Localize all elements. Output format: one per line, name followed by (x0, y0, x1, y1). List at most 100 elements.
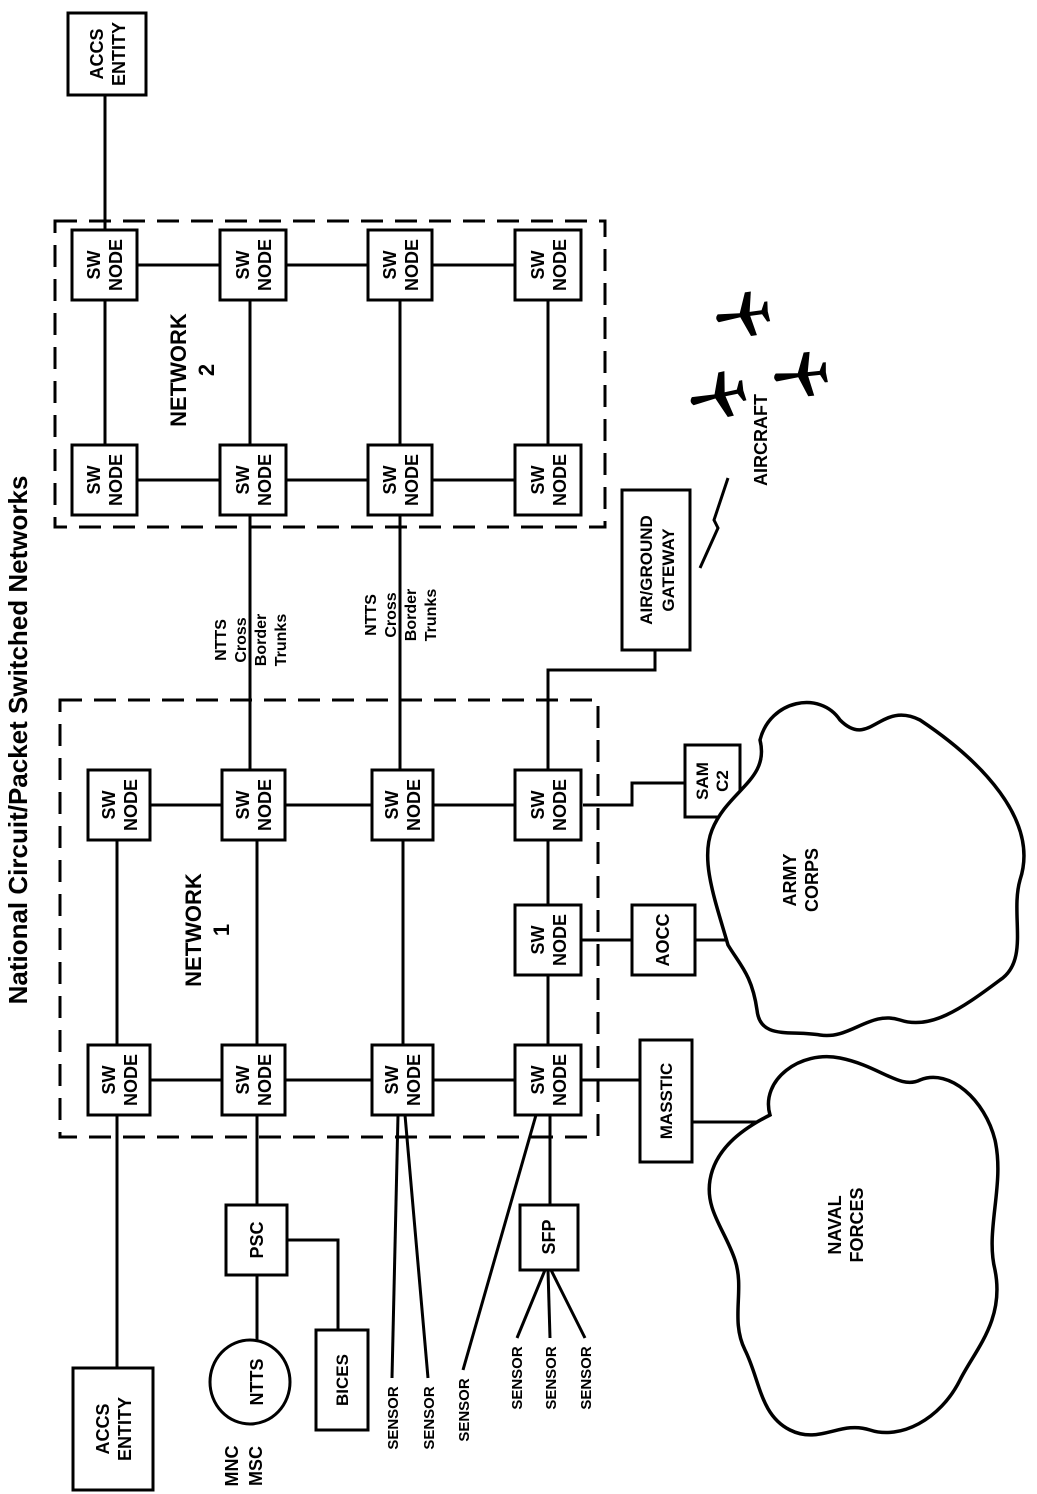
svg-text:SW: SW (233, 790, 253, 819)
svg-text:C2: C2 (713, 770, 732, 792)
network2-boundary (53, 219, 607, 529)
svg-text:Trunks: Trunks (423, 589, 440, 642)
sensor-label: SENSOR (421, 1386, 438, 1450)
svg-text:NODE: NODE (255, 239, 275, 291)
mnc-msc-label: MNC MSC (222, 1446, 266, 1487)
svg-text:1: 1 (209, 924, 234, 936)
sensor-label: SENSOR (456, 1378, 473, 1442)
svg-text:NETWORK: NETWORK (166, 313, 191, 427)
svg-text:Cross: Cross (383, 592, 400, 637)
svg-text:NODE: NODE (121, 779, 141, 831)
bices-box: BICES (314, 1328, 370, 1432)
svg-text:Trunks: Trunks (273, 614, 290, 667)
svg-text:ARMY: ARMY (780, 854, 800, 907)
svg-text:BICES: BICES (333, 1354, 352, 1406)
svg-text:NODE: NODE (121, 1054, 141, 1106)
svg-text:SW: SW (233, 1065, 253, 1094)
svg-text:Cross: Cross (233, 617, 250, 662)
svg-text:AOCC: AOCC (653, 914, 673, 967)
sfp-box: SFP (518, 1203, 580, 1272)
svg-text:NODE: NODE (550, 1054, 570, 1106)
svg-text:NODE: NODE (550, 454, 570, 506)
svg-text:AIR/GROUND: AIR/GROUND (637, 515, 656, 625)
svg-text:NTTS: NTTS (363, 594, 380, 636)
svg-text:SW: SW (528, 465, 548, 494)
svg-text:NODE: NODE (550, 779, 570, 831)
svg-text:NODE: NODE (255, 454, 275, 506)
sensor-label: SENSOR (509, 1346, 526, 1410)
svg-text:NODE: NODE (550, 239, 570, 291)
jet-aircraft-icon (713, 289, 772, 341)
svg-text:NODE: NODE (402, 454, 422, 506)
network1-boundary (58, 698, 600, 1139)
svg-text:SW: SW (382, 790, 402, 819)
ntts-node: NTTS (208, 1338, 292, 1426)
svg-text:SW: SW (380, 250, 400, 279)
svg-text:NODE: NODE (404, 779, 424, 831)
svg-text:ACCS: ACCS (87, 28, 107, 79)
svg-text:2: 2 (194, 364, 219, 376)
svg-text:Border: Border (253, 614, 270, 666)
svg-text:SW: SW (99, 790, 119, 819)
svg-text:NODE: NODE (402, 239, 422, 291)
svg-text:SW: SW (99, 1065, 119, 1094)
svg-text:SW: SW (380, 465, 400, 494)
connection-lines (103, 95, 760, 1379)
aircraft-label: AIRCRAFT (751, 394, 771, 486)
svg-text:GATEWAY: GATEWAY (659, 528, 678, 612)
masstic-box: MASSTIC (638, 1038, 694, 1164)
svg-text:NODE: NODE (106, 239, 126, 291)
svg-text:MNC: MNC (222, 1446, 242, 1487)
svg-text:SAM: SAM (693, 762, 712, 800)
svg-text:MSC: MSC (246, 1446, 266, 1486)
svg-text:NODE: NODE (550, 914, 570, 966)
aocc-box: AOCC (630, 903, 697, 977)
jet-aircraft-icon (771, 350, 830, 400)
svg-text:SW: SW (84, 465, 104, 494)
trunk-label: NTTS Cross Border Trunks (213, 614, 290, 667)
svg-text:SW: SW (84, 250, 104, 279)
svg-text:SW: SW (233, 250, 253, 279)
network2-label: NETWORK 2 (166, 313, 219, 427)
svg-text:MASSTIC: MASSTIC (657, 1063, 676, 1140)
svg-text:FORCES: FORCES (847, 1187, 867, 1262)
svg-text:NAVAL: NAVAL (825, 1195, 845, 1254)
jet-aircraft-icon (685, 367, 750, 424)
psc-box: PSC (224, 1203, 289, 1277)
sensor-label: SENSOR (578, 1346, 595, 1410)
svg-text:ACCS: ACCS (93, 1403, 113, 1454)
svg-text:NODE: NODE (404, 1054, 424, 1106)
svg-text:NODE: NODE (106, 454, 126, 506)
diagram-title: National Circuit/Packet Switched Network… (3, 476, 33, 1005)
svg-text:NETWORK: NETWORK (181, 873, 206, 987)
svg-text:NODE: NODE (255, 1054, 275, 1106)
svg-text:SW: SW (233, 465, 253, 494)
svg-text:ENTITY: ENTITY (109, 22, 129, 86)
svg-text:CORPS: CORPS (802, 848, 822, 912)
svg-text:NTTS: NTTS (213, 619, 230, 661)
svg-text:SW: SW (382, 1065, 402, 1094)
svg-text:SW: SW (528, 925, 548, 954)
